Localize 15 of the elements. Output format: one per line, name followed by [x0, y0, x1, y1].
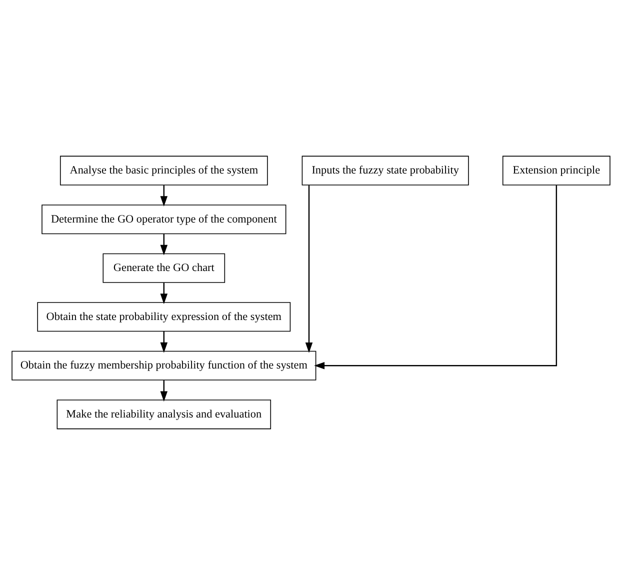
node-box: Inputs the fuzzy state probability: [302, 155, 469, 185]
node-box: Extension principle: [502, 155, 610, 185]
node-box: Obtain the fuzzy membership probability function of the system: [12, 350, 316, 380]
arrow: [314, 184, 558, 369]
arrow: [160, 380, 168, 402]
node-box: Analyse the basic principles of the system: [60, 155, 268, 185]
arrow: [160, 233, 168, 255]
node-box: Determine the GO operator type of the component: [42, 204, 286, 234]
node-box: Obtain the state probability expression of the system: [37, 302, 291, 332]
arrow: [160, 184, 168, 206]
arrow: [305, 184, 313, 352]
node-box: Generate the GO chart: [102, 252, 226, 282]
node-box: Make the reliability analysis and evaluation: [56, 399, 272, 429]
arrow: [160, 282, 168, 304]
arrow: [160, 331, 168, 352]
